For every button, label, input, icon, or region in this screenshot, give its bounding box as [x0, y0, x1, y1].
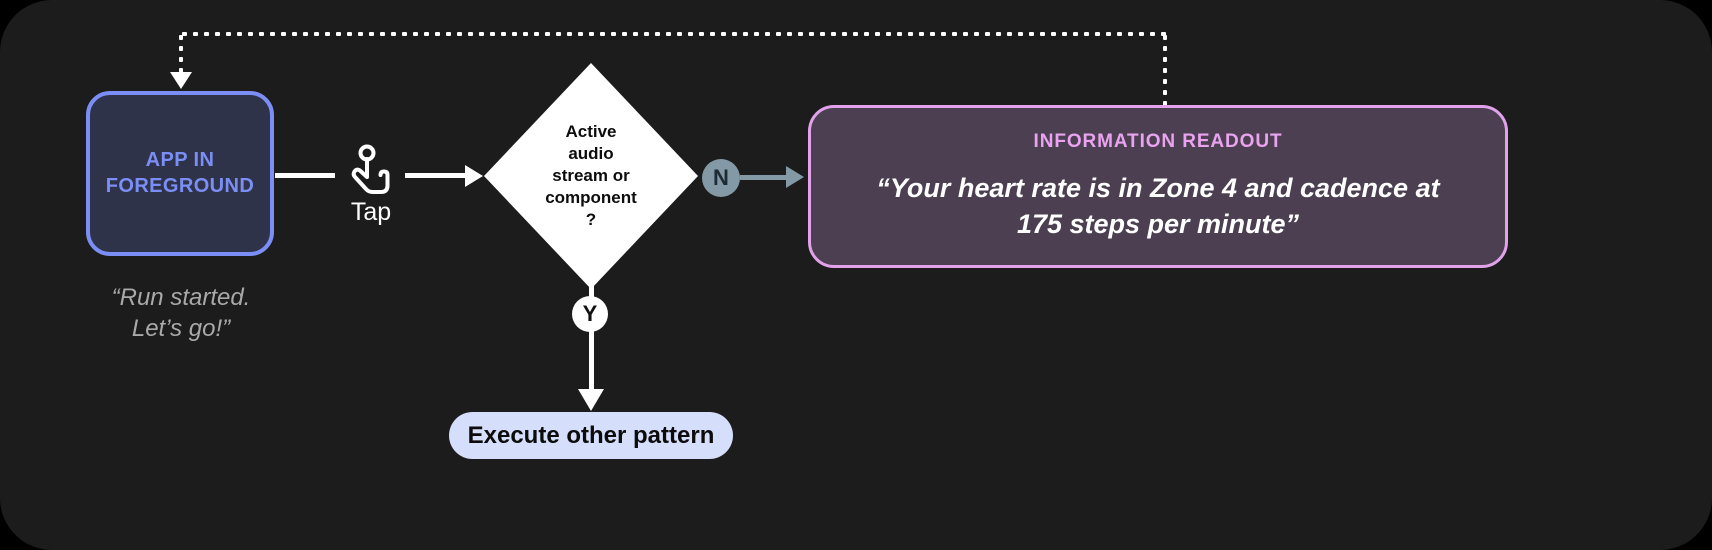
information-readout-title: INFORMATION READOUT [1033, 130, 1283, 152]
connector-tap-to-decision [405, 173, 467, 178]
app-in-foreground-caption: “Run started. Let’s go!” [111, 284, 251, 342]
connector-tap-to-decision-arrowhead [465, 165, 483, 187]
gesture-tap-label: Tap [350, 198, 392, 226]
connector-yes-arrowhead [578, 389, 604, 411]
node-information-readout[interactable]: INFORMATION READOUT “Your heart rate is … [808, 105, 1508, 268]
tap-gesture-icon [351, 144, 390, 194]
node-decision-audio-stream[interactable]: Active audio stream or component ? [484, 63, 698, 289]
feedback-path-descender [1163, 32, 1167, 108]
branch-badge-yes: Y [572, 296, 608, 332]
app-in-foreground-label: APP IN FOREGROUND [105, 148, 255, 197]
branch-badge-no: N [702, 159, 740, 197]
connector-app-to-tap [275, 173, 335, 178]
node-app-in-foreground[interactable]: APP IN FOREGROUND [86, 91, 274, 256]
decision-label: Active audio stream or component ? [545, 121, 637, 230]
feedback-path-top [179, 32, 1167, 36]
connector-decision-to-yes [589, 286, 594, 302]
information-readout-quote: “Your heart rate is in Zone 4 and cadenc… [876, 172, 1440, 239]
connector-no-arrowhead [786, 166, 804, 188]
feedback-path-riser [179, 32, 183, 76]
feedback-path-arrowhead [170, 72, 192, 89]
connector-yes-to-execute [589, 330, 594, 393]
connector-no-to-readout [740, 175, 788, 180]
execute-other-pattern-label: Execute other pattern [467, 421, 715, 449]
gesture-tap[interactable]: Tap [338, 144, 404, 225]
node-execute-other-pattern[interactable]: Execute other pattern [449, 412, 733, 459]
